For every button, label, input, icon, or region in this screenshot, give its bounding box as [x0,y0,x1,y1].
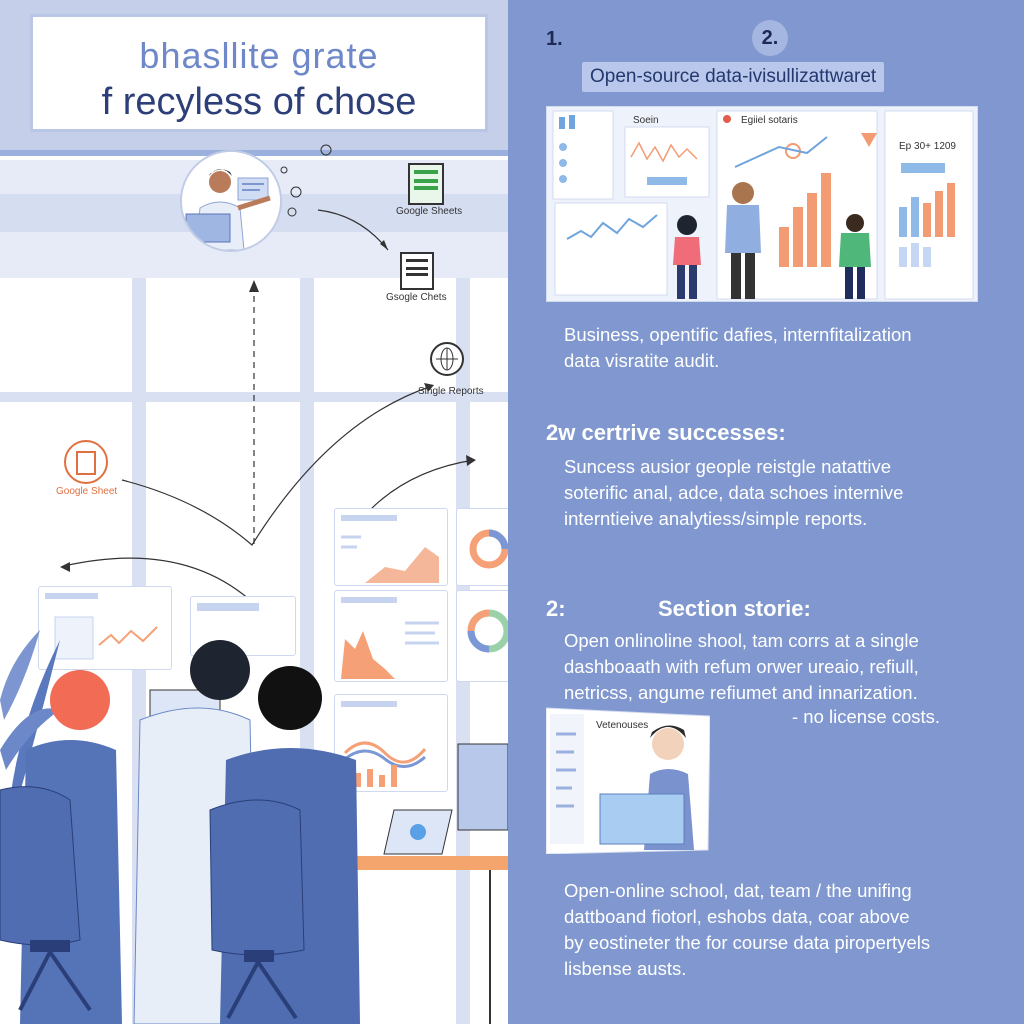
google-charts-label: Gsogle Chets [386,292,447,303]
plant [0,630,60,800]
closing-line-3: by eostineter the for course data pirope… [564,932,931,953]
closing-line-4: lisbense austs. [564,958,687,979]
google-charts-icon [400,252,434,290]
collage-label-b: Egiiel sotaris [741,115,798,126]
title-line-2: f recyless of chose [101,81,417,123]
section-line-3: netricss, angume refiumet and innarizati… [564,682,918,703]
collage-label-a: Soein [633,115,659,126]
dashboard-panel-lines [334,694,448,792]
successes-line-3: interntieive analytiess/simple reports. [564,508,868,529]
dashboard-panel-bars [334,590,448,682]
section-heading: Section storie: [658,596,811,621]
flow-arrows [60,209,476,601]
dashboard-collage: Soein Egiiel sotaris Ep 30+ 1209 [546,106,978,302]
thought-bubbles [280,144,332,217]
mini-window-title: Vetenouses [596,720,649,731]
successes-heading: 2w certrive successes: [546,420,786,445]
title-line-1: bhasllite grate [139,35,379,76]
section-line-4: - no license costs. [792,706,941,727]
collage-label-c: Ep 30+ 1209 [899,141,956,152]
google-sheet-icon [64,440,108,484]
presenter-avatar [180,150,282,252]
closing-line-1: Open-online school, dat, team / the unif… [564,880,912,901]
google-sheets-icon [408,163,444,205]
closing-line-2: dattboand fiotorl, eshobs data, coar abo… [564,906,910,927]
section-number: 2: [546,596,566,621]
section-subtitle: Open-source data-ivisullizattwaret [582,62,885,92]
office-scene [0,640,508,1024]
globe-icon [430,342,464,376]
single-reports-label: Single Reports [418,386,484,397]
google-sheets-label: Google Sheets [396,206,463,217]
collage-graphics [552,110,974,300]
intro-paragraph-line-2: data visratite audit. [564,350,720,371]
dashboard-panel-area [334,508,448,586]
dashboard-panel-donut [456,508,508,586]
step-number-1: 1. [546,28,563,50]
left-illustration: bhasllite grate f recyless of chose [0,0,508,1024]
step-number-2: 2. [752,20,788,56]
google-sheet-label: Google Sheet [56,486,118,497]
successes-line-2: soterific anal, adce, data schoes intern… [564,482,904,503]
dashboard-panel-linechart [38,586,172,670]
ceiling-beam [0,150,508,156]
title-box: bhasllite grate f recyless of chose [30,14,488,132]
intro-paragraph-line-1: Business, opentific dafies, internfitali… [564,324,912,345]
section-line-2: dashboaath with refum orwer ureaio, refi… [564,656,919,677]
dashboard-panel-ring [456,590,508,682]
section-line-1: Open onlinoline shool, tam corrs at a si… [564,630,919,651]
mini-window-illustration: Vetenouses [545,704,711,855]
successes-line-1: Suncess ausior geople reistgle natattive [564,456,892,477]
